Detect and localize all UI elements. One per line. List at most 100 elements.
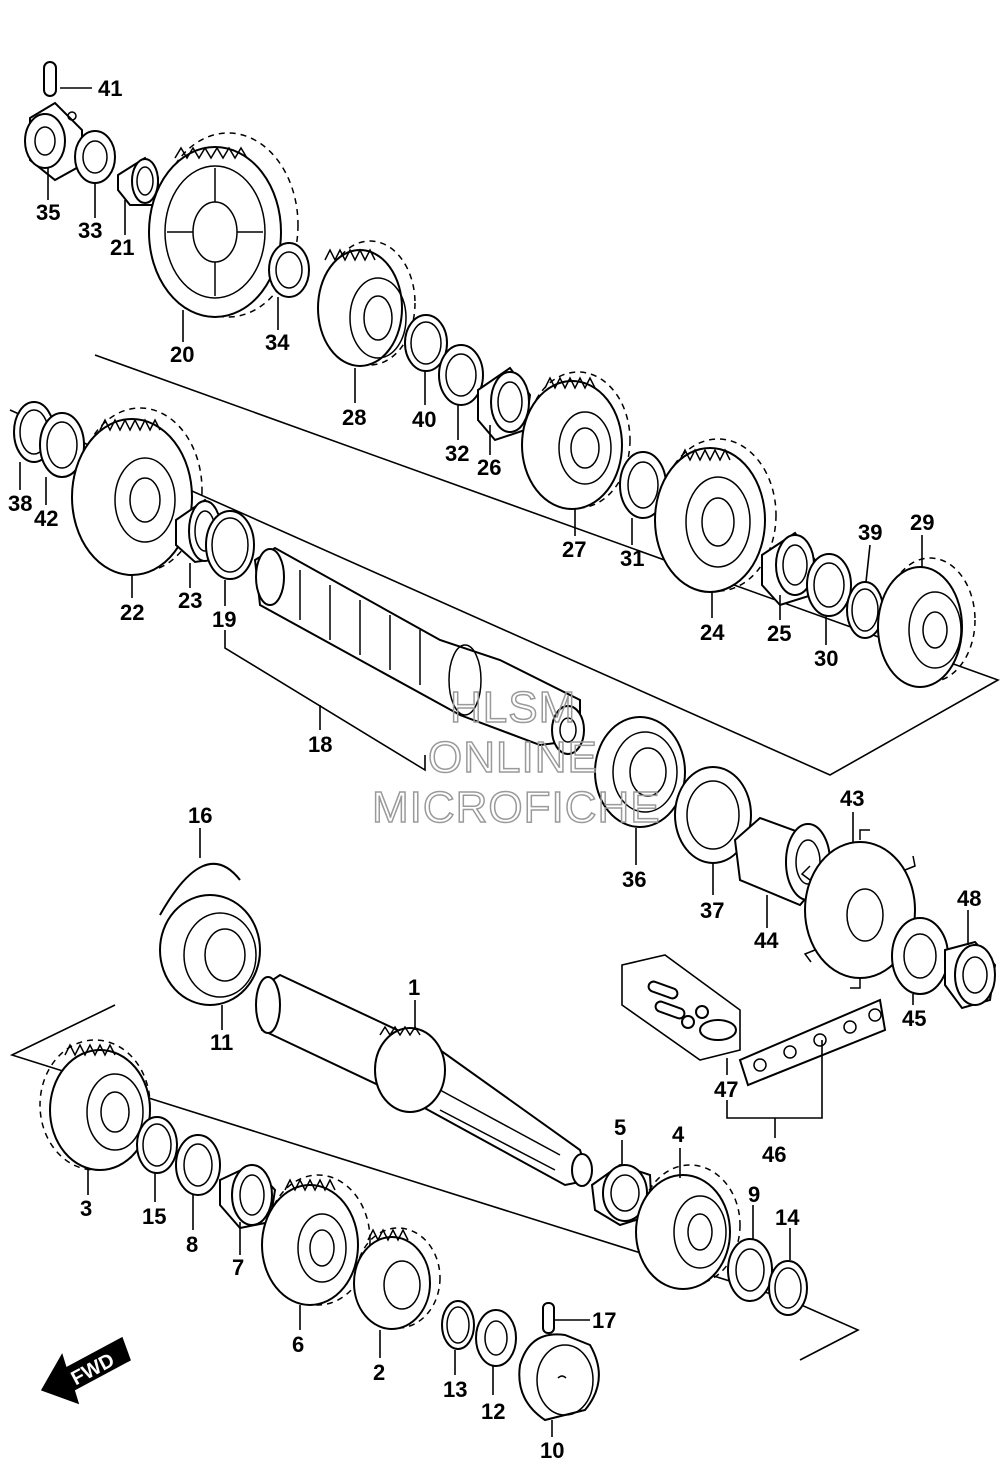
- callout-37: 37: [700, 898, 724, 923]
- callout-15: 15: [142, 1204, 166, 1229]
- callout-17: 17: [592, 1308, 616, 1333]
- callout-10: 10: [540, 1438, 564, 1463]
- part-16-circlip[interactable]: [159, 862, 241, 916]
- callout-38: 38: [8, 491, 32, 516]
- part-30-splined-washer[interactable]: [806, 553, 852, 617]
- callout-31: 31: [620, 546, 644, 571]
- callout-12: 12: [481, 1399, 505, 1424]
- part-42-washer[interactable]: [39, 412, 85, 478]
- callout-33: 33: [78, 218, 102, 243]
- part-27-gear[interactable]: [521, 371, 631, 510]
- callout-40: 40: [412, 407, 436, 432]
- callout-34: 34: [265, 330, 290, 355]
- callout-25: 25: [767, 621, 791, 646]
- watermark-line-1: HLSM: [450, 683, 576, 732]
- callout-47: 47: [714, 1077, 738, 1102]
- callout-39: 39: [858, 520, 882, 545]
- callout-1: 1: [408, 975, 420, 1000]
- callout-22: 22: [120, 600, 144, 625]
- part-3-gear[interactable]: [39, 1039, 151, 1171]
- part-9-washer[interactable]: [727, 1238, 773, 1302]
- callout-4: 4: [672, 1122, 685, 1147]
- callout-45: 45: [902, 1006, 926, 1031]
- part-17-pin[interactable]: [542, 1302, 555, 1334]
- part-34-washer[interactable]: [268, 242, 310, 298]
- part-41-pin[interactable]: [43, 61, 57, 97]
- callout-7: 7: [232, 1255, 244, 1280]
- callout-11: 11: [210, 1030, 233, 1055]
- callout-41: 41: [98, 76, 122, 101]
- part-11-bearing[interactable]: [159, 894, 261, 1006]
- callout-8: 8: [186, 1232, 198, 1257]
- callout-5: 5: [614, 1115, 626, 1140]
- part-43-sprocket[interactable]: [800, 829, 921, 989]
- part-21-bushing[interactable]: [117, 156, 159, 206]
- callout-44: 44: [754, 928, 779, 953]
- callout-19: 19: [212, 607, 236, 632]
- part-44-spacer[interactable]: [733, 816, 832, 907]
- part-5-bushing[interactable]: [590, 1163, 654, 1227]
- callout-6: 6: [292, 1332, 304, 1357]
- part-33-washer[interactable]: [74, 130, 116, 184]
- callout-48: 48: [957, 886, 981, 911]
- part-15-circlip[interactable]: [136, 1116, 178, 1174]
- part-45-washer[interactable]: [891, 917, 949, 995]
- callout-36: 36: [622, 867, 646, 892]
- part-6-gear[interactable]: [261, 1174, 371, 1306]
- leader-lines: [19, 87, 969, 1437]
- part-29-gear[interactable]: [877, 557, 976, 688]
- part-14-circlip[interactable]: [768, 1260, 808, 1316]
- part-20-gear[interactable]: [148, 132, 299, 318]
- part-48-nut[interactable]: [944, 940, 997, 1010]
- callout-13: 13: [443, 1377, 467, 1402]
- part-2-gear[interactable]: [353, 1227, 441, 1330]
- part-46-drive-chain[interactable]: [738, 998, 887, 1087]
- part-18-countershaft[interactable]: [253, 546, 585, 755]
- part-24-gear[interactable]: [654, 438, 777, 593]
- part-26-needle-bearing[interactable]: [477, 366, 532, 442]
- callout-9: 9: [748, 1182, 760, 1207]
- callout-43: 43: [840, 786, 864, 811]
- countershaft-assembly-frame: [9, 354, 1000, 776]
- callout-2: 2: [373, 1360, 385, 1385]
- callout-32: 32: [445, 441, 469, 466]
- part-1-driveshaft[interactable]: [255, 973, 593, 1187]
- watermark-line-2: ONLINE: [428, 733, 598, 782]
- part-28-gear[interactable]: [317, 240, 416, 367]
- callout-28: 28: [342, 405, 366, 430]
- callout-46: 46: [762, 1142, 786, 1167]
- callout-labels: 41 35 33 21 20 34 28 40 32 26 27 31 24 2…: [8, 76, 981, 1463]
- part-47-chain-joint-kit[interactable]: [621, 954, 741, 1061]
- callout-30: 30: [814, 646, 838, 671]
- callout-26: 26: [477, 455, 501, 480]
- callout-20: 20: [170, 342, 194, 367]
- part-19-ring[interactable]: [205, 510, 255, 580]
- callout-16: 16: [188, 803, 212, 828]
- part-12-washer[interactable]: [475, 1309, 517, 1367]
- fwd-direction-arrow: FWD: [40, 1336, 131, 1405]
- callout-23: 23: [178, 588, 202, 613]
- watermark-line-3: MICROFICHE: [372, 783, 661, 832]
- part-13-circlip[interactable]: [441, 1300, 475, 1350]
- part-22-gear[interactable]: [71, 407, 203, 576]
- callout-35: 35: [36, 200, 60, 225]
- callout-24: 24: [700, 620, 725, 645]
- part-40-circlip[interactable]: [404, 314, 448, 372]
- part-25-needle-bearing[interactable]: [761, 531, 817, 607]
- part-36-bearing[interactable]: [594, 716, 686, 828]
- part-4-gear[interactable]: [635, 1164, 741, 1290]
- callout-18: 18: [308, 732, 332, 757]
- part-8-splined-washer[interactable]: [175, 1134, 221, 1196]
- watermark: HLSM ONLINE MICROFICHE: [371, 682, 661, 833]
- callout-29: 29: [910, 510, 934, 535]
- part-35-collar[interactable]: [24, 101, 83, 182]
- callout-14: 14: [775, 1205, 800, 1230]
- part-7-needle-bearing[interactable]: [219, 1163, 277, 1230]
- part-10-collar[interactable]: [518, 1333, 600, 1422]
- callout-27: 27: [562, 537, 586, 562]
- part-32-splined-washer[interactable]: [438, 344, 484, 406]
- callout-21: 21: [110, 235, 134, 260]
- callout-3: 3: [80, 1196, 92, 1221]
- callout-42: 42: [34, 506, 58, 531]
